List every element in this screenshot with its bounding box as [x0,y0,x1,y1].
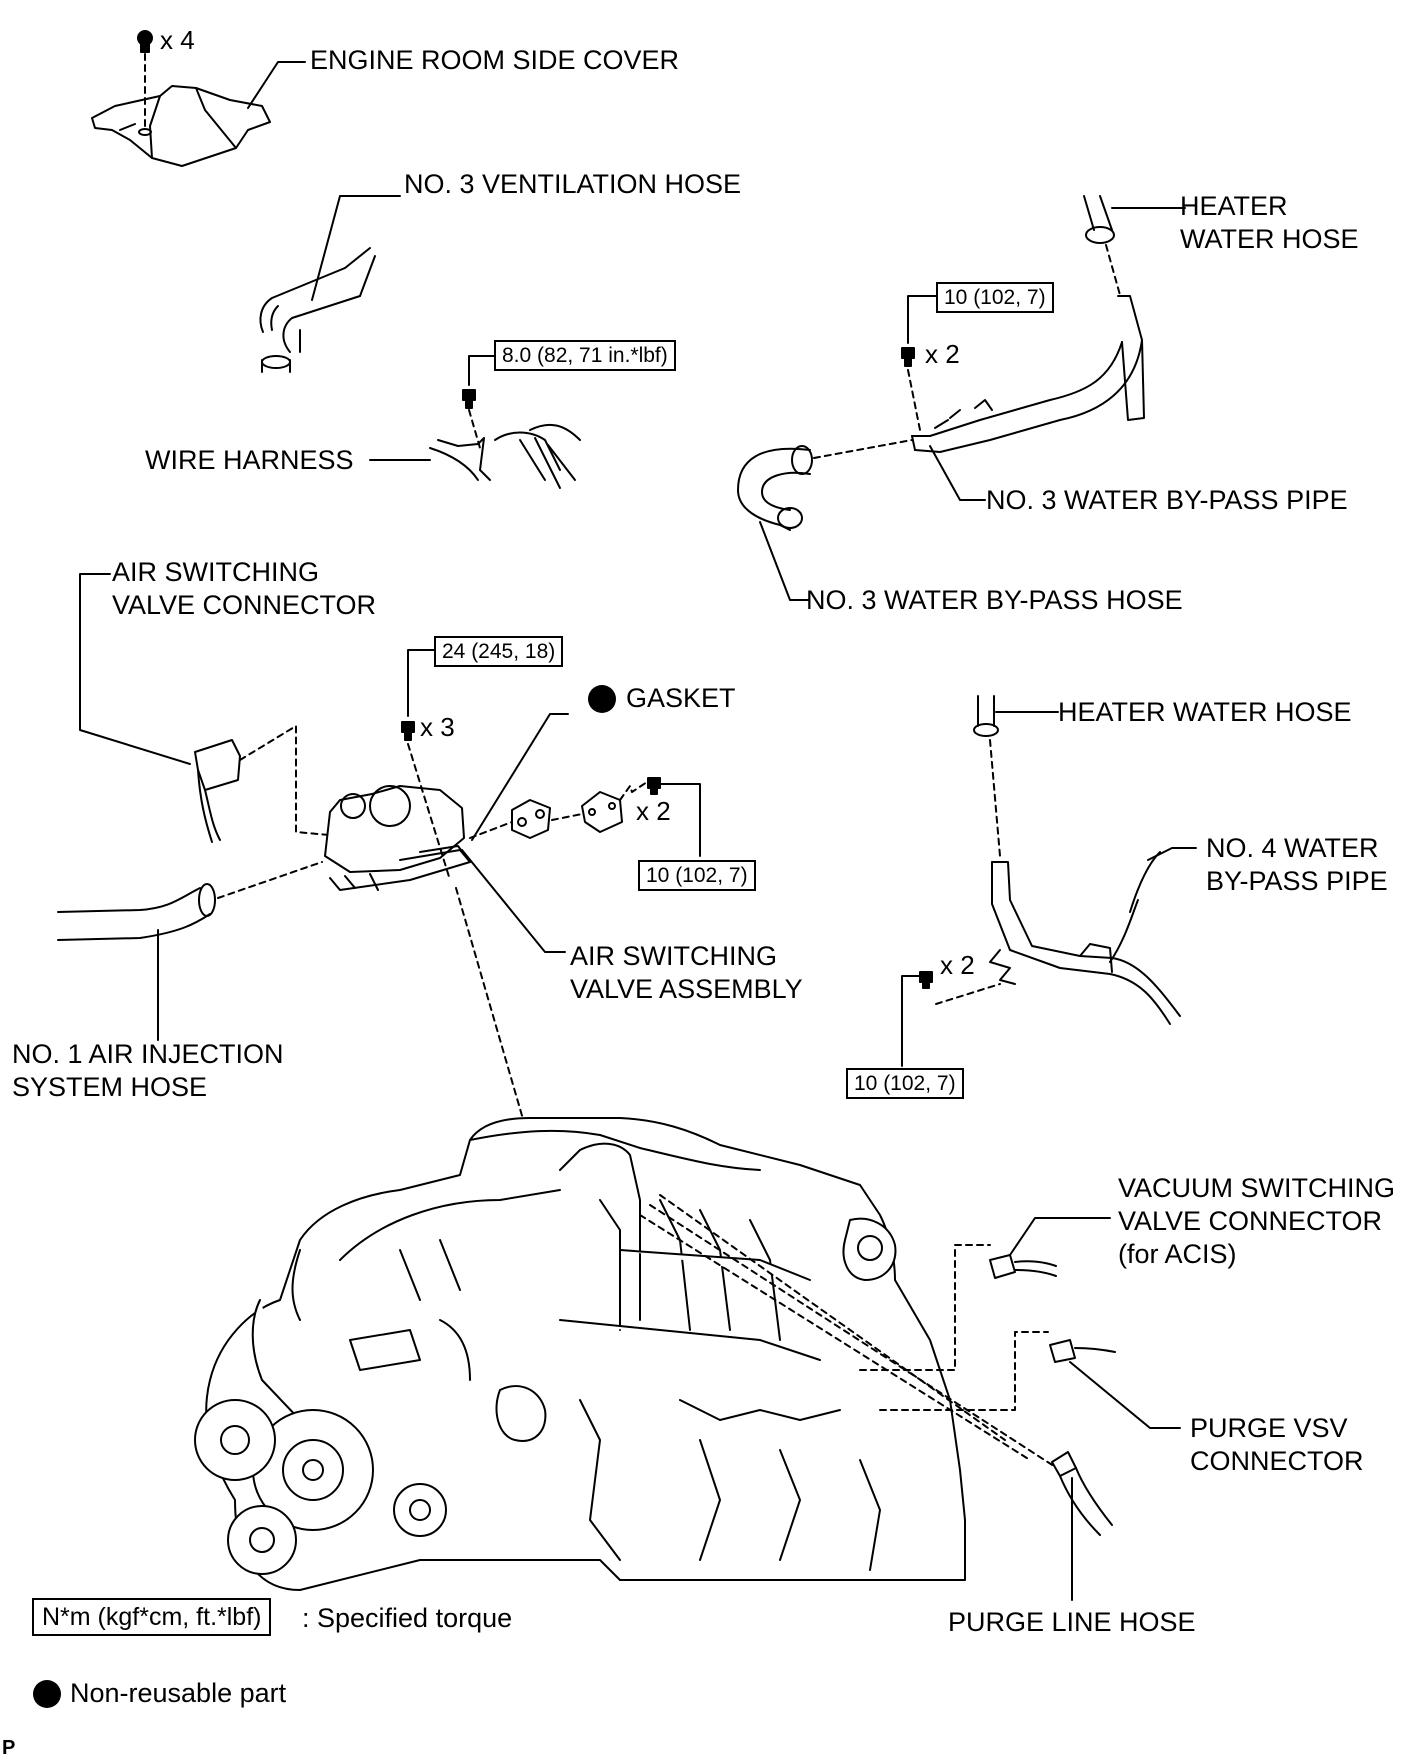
purge-vsv-connector-shape [1049,1339,1116,1363]
label-heater-water-hose-mid: HEATER WATER HOSE [1058,697,1352,727]
label-no1-air-injection-system-hose: NO. 1 AIR INJECTION SYSTEM HOSE [12,1038,284,1104]
label-heater-water-hose-top: HEATER WATER HOSE [1180,190,1359,256]
label-air-switching-valve-assembly: AIR SWITCHING VALVE ASSEMBLY [570,940,803,1006]
label-heater-water-hose-top-line1: HEATER [1180,191,1288,221]
qty-no4-pipe-bolts: x 2 [940,950,975,980]
label-no1-hose-line1: NO. 1 AIR INJECTION [12,1039,284,1069]
no3-water-bypass-pipe-shape [911,295,1145,453]
asv-connector-shape [194,739,241,843]
label-asv-assembly-line2: VALVE ASSEMBLY [570,974,803,1004]
label-vsv-line3: (for ACIS) [1118,1239,1237,1269]
gasket-shape [511,799,551,839]
torque-no4-pipe-bolt: 10 (102, 7) [846,1068,964,1099]
heater-water-hose-top-shape [1083,195,1115,244]
nonreusable-marker-icon [588,685,616,713]
heater-water-hose-mid-shape [973,695,999,737]
label-air-switching-valve-connector: AIR SWITCHING VALVE CONNECTOR [112,556,376,622]
air-switching-valve-assembly-shape [324,785,471,891]
label-asv-connector-line1: AIR SWITCHING [112,557,319,587]
corner-mark: P [2,1737,16,1759]
label-no3-water-bypass-hose: NO. 3 WATER BY-PASS HOSE [806,585,1183,615]
label-asv-assembly-line1: AIR SWITCHING [570,941,777,971]
legend-torque-text: : Specified torque [302,1603,513,1633]
wire-harness-shape [429,423,581,489]
label-purge-line-hose: PURGE LINE HOSE [948,1607,1196,1637]
torque-wire-harness-bolt: 8.0 (82, 71 in.*lbf) [494,340,676,371]
label-purge-vsv-line1: PURGE VSV [1190,1413,1348,1443]
asv-side-bolt-icon [647,777,661,795]
label-purge-vsv-line2: CONNECTOR [1190,1446,1364,1476]
flange-shape [581,791,623,833]
vsv-connector-shape [989,1254,1057,1279]
engine-assembly-shape [194,1117,966,1591]
label-vsv-line1: VACUUM SWITCHING [1118,1173,1395,1203]
qty-no3-pipe-bolts: x 2 [925,339,960,369]
label-no3-ventilation-hose: NO. 3 VENTILATION HOSE [404,169,742,199]
torque-no3-pipe-bolt: 10 (102, 7) [936,282,1054,313]
asv-bolt-icon [401,721,415,741]
label-heater-water-hose-top-line2: WATER HOSE [1180,224,1359,254]
label-no3-water-bypass-pipe: NO. 3 WATER BY-PASS PIPE [986,485,1348,515]
label-no4-water-bypass-pipe: NO. 4 WATER BY-PASS PIPE [1206,832,1388,898]
label-vacuum-switching-valve-connector: VACUUM SWITCHING VALVE CONNECTOR (for AC… [1118,1172,1395,1271]
qty-cover-clips: x 4 [160,25,195,55]
legend-nonreusable-text: Non-reusable part [70,1678,287,1708]
cover-clip-icon [137,30,153,53]
torque-asv-bolt: 24 (245, 18) [434,636,564,667]
no3-water-bypass-hose-shape [737,445,813,531]
qty-asv-side-bolts: x 2 [636,796,671,826]
label-wire-harness: WIRE HARNESS [145,445,354,475]
purge-line-hose-shape [1051,1451,1113,1536]
label-no4-pipe-line2: BY-PASS PIPE [1206,866,1388,896]
no3-pipe-bolt-icon [901,347,915,367]
label-vsv-line2: VALVE CONNECTOR [1118,1206,1383,1236]
no4-pipe-bolt-icon [919,971,933,989]
label-asv-connector-line2: VALVE CONNECTOR [112,590,377,620]
no1-air-injection-hose-shape [57,883,216,941]
label-no1-hose-line2: SYSTEM HOSE [12,1072,208,1102]
qty-asv-bolts: x 3 [420,712,455,742]
wire-harness-bolt-icon [462,389,476,409]
label-engine-room-side-cover: ENGINE ROOM SIDE COVER [310,45,680,75]
label-no4-pipe-line1: NO. 4 WATER [1206,833,1379,863]
no3-ventilation-hose-shape [259,247,376,373]
label-gasket: GASKET [626,683,736,713]
label-purge-vsv-connector: PURGE VSV CONNECTOR [1190,1412,1364,1478]
legend-nonreusable-icon [33,1680,61,1708]
torque-asv-side-bolt: 10 (102, 7) [638,860,756,891]
legend-torque-unit-box: N*m (kgf*cm, ft.*lbf) [32,1598,272,1636]
engine-room-side-cover-shape [91,85,271,167]
no4-water-bypass-pipe-shape [989,851,1181,1025]
